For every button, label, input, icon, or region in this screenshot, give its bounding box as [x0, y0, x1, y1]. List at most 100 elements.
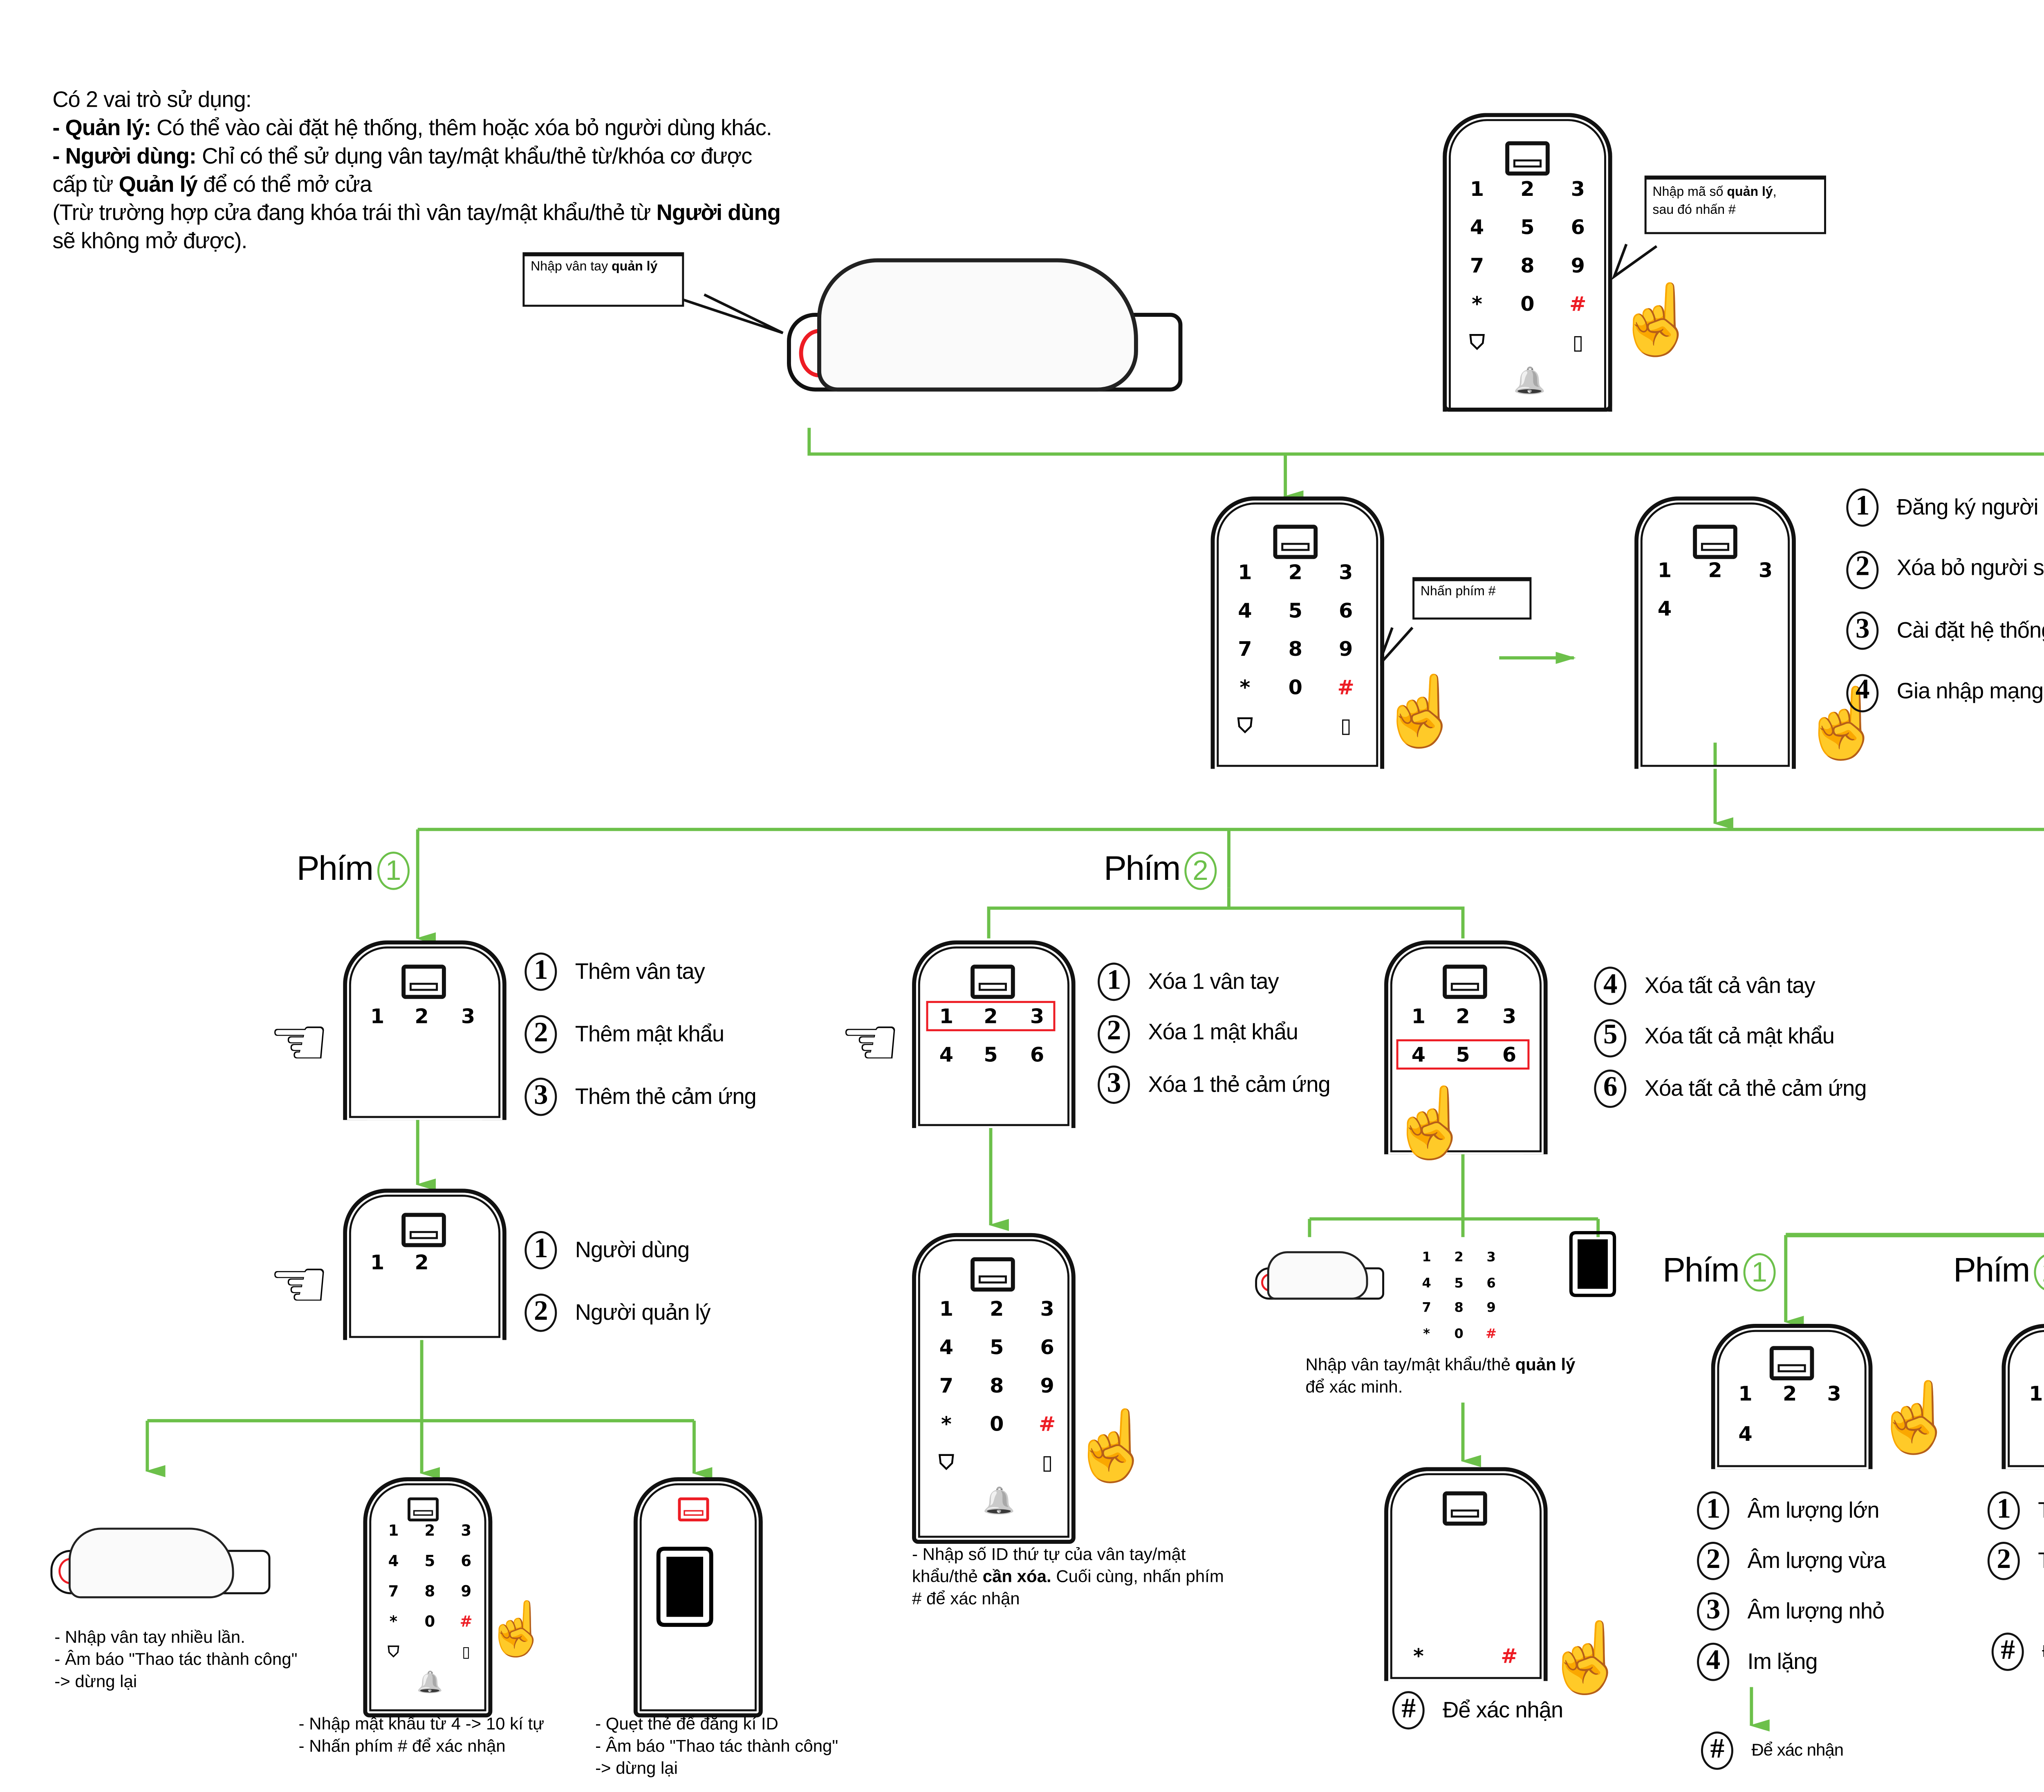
keypad-key-5[interactable]: 5 [424, 1552, 435, 1570]
keypad-key-4[interactable]: 4 [1422, 1274, 1431, 1291]
keypad-key-2[interactable]: 2 [1520, 179, 1535, 202]
keypad-key-5[interactable]: 5 [990, 1338, 1004, 1360]
keypad-key-hash[interactable]: # [459, 1612, 473, 1631]
keypad-key-1[interactable]: 1 [2029, 1384, 2043, 1407]
keypad-key-9[interactable]: 9 [1571, 256, 1585, 279]
keypad-key-3[interactable]: 3 [1339, 563, 1353, 585]
keypad-key-4[interactable]: 4 [388, 1552, 399, 1570]
keypad-key-9[interactable]: 9 [1339, 639, 1353, 662]
keypad-key-2[interactable]: 2 [1288, 563, 1303, 585]
keypad-key-1[interactable]: 1 [1422, 1249, 1431, 1265]
keypad-key-4[interactable]: 4 [939, 1338, 954, 1360]
keypad-key-3[interactable]: 3 [461, 1521, 472, 1540]
card-screen-icon [1769, 1346, 1814, 1381]
keypad-key-1[interactable]: 1 [939, 1299, 954, 1322]
list-item[interactable]: 1Tiếng Việt [1987, 1491, 2044, 1530]
keypad-key-2[interactable]: 2 [990, 1299, 1004, 1322]
list-item[interactable]: 2Tiếng Anh [1987, 1542, 2044, 1580]
hand-holding-card-icon: 🂠 [1564, 1233, 1622, 1296]
keypad-key-6[interactable]: 6 [1486, 1274, 1496, 1291]
keypad-key-1[interactable]: 1 [1470, 179, 1484, 202]
keypad-key-hash[interactable]: # [1038, 1415, 1056, 1437]
doorbell-icon[interactable]: 🔔 [417, 1671, 443, 1696]
number-badge-icon: 5 [1594, 1018, 1627, 1056]
keypad-key-1[interactable]: 1 [1238, 563, 1252, 585]
doorbell-icon[interactable]: 🔔 [1513, 367, 1546, 398]
keypad-key-0[interactable]: 0 [424, 1612, 435, 1631]
keypad-key-4[interactable]: 4 [1238, 601, 1252, 624]
keypad-key-9[interactable]: 9 [1040, 1376, 1054, 1399]
keypad-key-star[interactable]: * [1239, 678, 1251, 700]
keypad-key-7[interactable]: 7 [388, 1582, 399, 1601]
keypad-key-7[interactable]: 7 [1470, 256, 1484, 279]
keypad-key-5[interactable]: 5 [1454, 1274, 1464, 1291]
keypad-key-star[interactable]: * [389, 1612, 398, 1631]
keypad-key-hash[interactable]: # [1569, 294, 1587, 317]
keypad-key-hash[interactable]: # [1337, 678, 1354, 700]
keypad-key-3[interactable]: 3 [1040, 1299, 1054, 1322]
keypad-key-0[interactable]: 0 [990, 1415, 1004, 1437]
keypad-key-2[interactable]: 2 [424, 1521, 435, 1540]
keypad-key-9[interactable]: 9 [461, 1582, 472, 1601]
keypad-key-3[interactable]: 3 [1571, 179, 1585, 202]
keypad-key-7[interactable]: 7 [939, 1376, 954, 1399]
keypad-key-4[interactable]: 4 [1470, 218, 1484, 240]
keypad-key-7[interactable]: 7 [1238, 639, 1252, 662]
intro-title: Có 2 vai trò sử dụng: [52, 89, 251, 113]
keypad-key-0[interactable]: 0 [1454, 1325, 1464, 1341]
shield-icon: ⛉ [1469, 333, 1485, 355]
keypad-key-8[interactable]: 8 [1520, 256, 1535, 279]
keypad-key-6[interactable]: 6 [461, 1552, 472, 1570]
list-item-label: Âm lượng vừa [1747, 1549, 1886, 1573]
keypad-key-star[interactable]: * [941, 1415, 952, 1437]
keypad-key-6[interactable]: 6 [1339, 601, 1353, 624]
keypad-key-7[interactable]: 7 [1422, 1299, 1431, 1316]
keypad-key-6[interactable]: 6 [1571, 218, 1585, 240]
keypad-key-hash[interactable]: # [1486, 1325, 1497, 1341]
keypad-key-5[interactable]: 5 [1288, 601, 1303, 624]
keypad-key-8[interactable]: 8 [1454, 1299, 1464, 1316]
keypad-key-4[interactable]: 4 [1738, 1424, 1753, 1447]
keypad-key-8[interactable]: 8 [1288, 639, 1303, 662]
keypad-key-2[interactable]: 2 [1782, 1384, 1797, 1407]
list-item-label: Xóa bỏ người sử dụng [1896, 557, 2044, 581]
keypad-key-2[interactable]: 2 [1454, 1249, 1464, 1265]
keypad-key-6[interactable]: 6 [1040, 1338, 1054, 1360]
keypad-key-8[interactable]: 8 [990, 1376, 1004, 1399]
number-badge-icon: 1 [524, 952, 557, 991]
keypad-key-1[interactable]: 1 [1738, 1384, 1753, 1407]
keypad-key-9[interactable]: 9 [1486, 1299, 1496, 1316]
keypad-key-1[interactable]: 1 [388, 1521, 399, 1540]
keypad-key-0[interactable]: 0 [1288, 678, 1303, 700]
keypad-key-0[interactable]: 0 [1520, 294, 1535, 317]
keypad-key-3[interactable]: 3 [1486, 1249, 1496, 1265]
keypad-key-8[interactable]: 8 [424, 1582, 435, 1601]
doorbell-icon[interactable]: 🔔 [982, 1487, 1015, 1518]
branch-key-badge: 1 [1743, 1252, 1775, 1291]
keypad-key-star[interactable]: * [1472, 294, 1482, 317]
keypad-key-star[interactable]: * [1423, 1325, 1430, 1341]
keypad-key-5[interactable]: 5 [1520, 218, 1535, 240]
intro-block: Có 2 vai trò sử dụng: - Quản lý: Có thể … [52, 87, 781, 256]
keypad-key-3[interactable]: 3 [1827, 1384, 1841, 1407]
